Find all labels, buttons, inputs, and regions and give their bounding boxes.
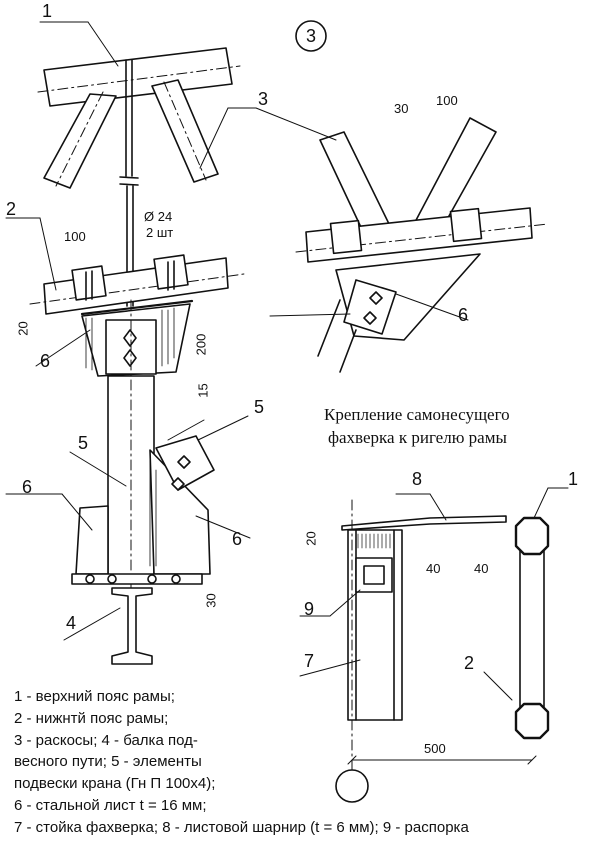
frame-chord-right	[514, 516, 550, 740]
base-plate	[71, 573, 203, 585]
callout-3-top: 3	[258, 89, 269, 109]
callout-1-right: 1	[568, 469, 579, 489]
crane-bracket	[155, 419, 215, 491]
callout-6-detail: 6	[458, 305, 469, 325]
legend-line-1: 1 - верхний пояс рамы;	[14, 688, 175, 705]
brace-left-top	[43, 91, 117, 189]
callout-6-mid-left: 6	[22, 477, 33, 497]
dim-40-a: 40	[426, 561, 441, 576]
callout-8: 8	[412, 469, 423, 489]
callout-2-left: 2	[6, 199, 17, 219]
detail-circle	[295, 20, 327, 52]
callout-7: 7	[304, 651, 315, 671]
dim-rod-diameter: Ø 24	[144, 209, 173, 224]
lower-chord-left	[29, 254, 245, 315]
callout-9: 9	[304, 599, 315, 619]
dim-100-left: 100	[64, 229, 86, 244]
legend-line-2: 2 - нижнтй пояс рамы;	[14, 709, 169, 727]
dim-500-line	[347, 755, 537, 765]
dim-40-b: 40	[474, 561, 489, 576]
callout-2-right: 2	[464, 653, 475, 673]
legend-line-4: весного пути; 5 - элементы	[14, 753, 202, 771]
callout-1-top: 1	[42, 1, 53, 21]
dim-500: 500	[424, 741, 446, 756]
dim-200: 200	[193, 333, 209, 356]
hinge-plate-8	[341, 515, 507, 531]
dim-30-bottom: 30	[203, 593, 219, 608]
caption-line-1: Крепление самонесущего	[324, 405, 510, 424]
legend-line-5: подвески крана (Гн П 100х4);	[14, 775, 216, 792]
detail-lower-chord	[295, 207, 549, 263]
detail-gusset	[317, 253, 481, 373]
callout-6-mid-right: 6	[232, 529, 243, 549]
hanger-column	[107, 299, 155, 601]
side-plates-lower	[75, 449, 211, 575]
crane-beam-i-section	[111, 587, 153, 665]
dim-rod-count: 2 шт	[146, 225, 174, 240]
callout-6-left: 6	[40, 351, 51, 371]
brace-right-top	[151, 79, 219, 183]
gusset-plate-left	[80, 299, 194, 377]
caption-line-2: фахверка к ригелю рамы	[328, 427, 507, 447]
wind-post-7	[347, 529, 403, 721]
dim-20-left: 20	[15, 321, 31, 336]
detail-caption: Крепление самонесущего фахверка к ригелю…	[324, 404, 510, 450]
dim-20-right: 20	[303, 531, 319, 546]
dim-15: 15	[195, 383, 211, 398]
callout-5-mid: 5	[78, 433, 89, 453]
upper-chord-top-left	[37, 47, 241, 107]
detail-number: 3	[306, 26, 317, 46]
legend-line-3: 3 - раскосы; 4 - балка под-	[14, 731, 198, 749]
legend-line-6: 6 - стальной лист t = 16 мм;	[14, 796, 207, 814]
callout-5-right: 5	[254, 397, 265, 417]
legend: 1 - верхний пояс рамы; 2 - нижнтй пояс р…	[14, 686, 469, 838]
leader-lines	[5, 21, 569, 701]
dim-100-detail: 100	[436, 93, 458, 108]
legend-line-7: 7 - стойка фахверка; 8 - листовой шарнир…	[14, 818, 469, 836]
callout-4: 4	[66, 613, 77, 633]
dim-30-detail: 30	[394, 101, 409, 116]
